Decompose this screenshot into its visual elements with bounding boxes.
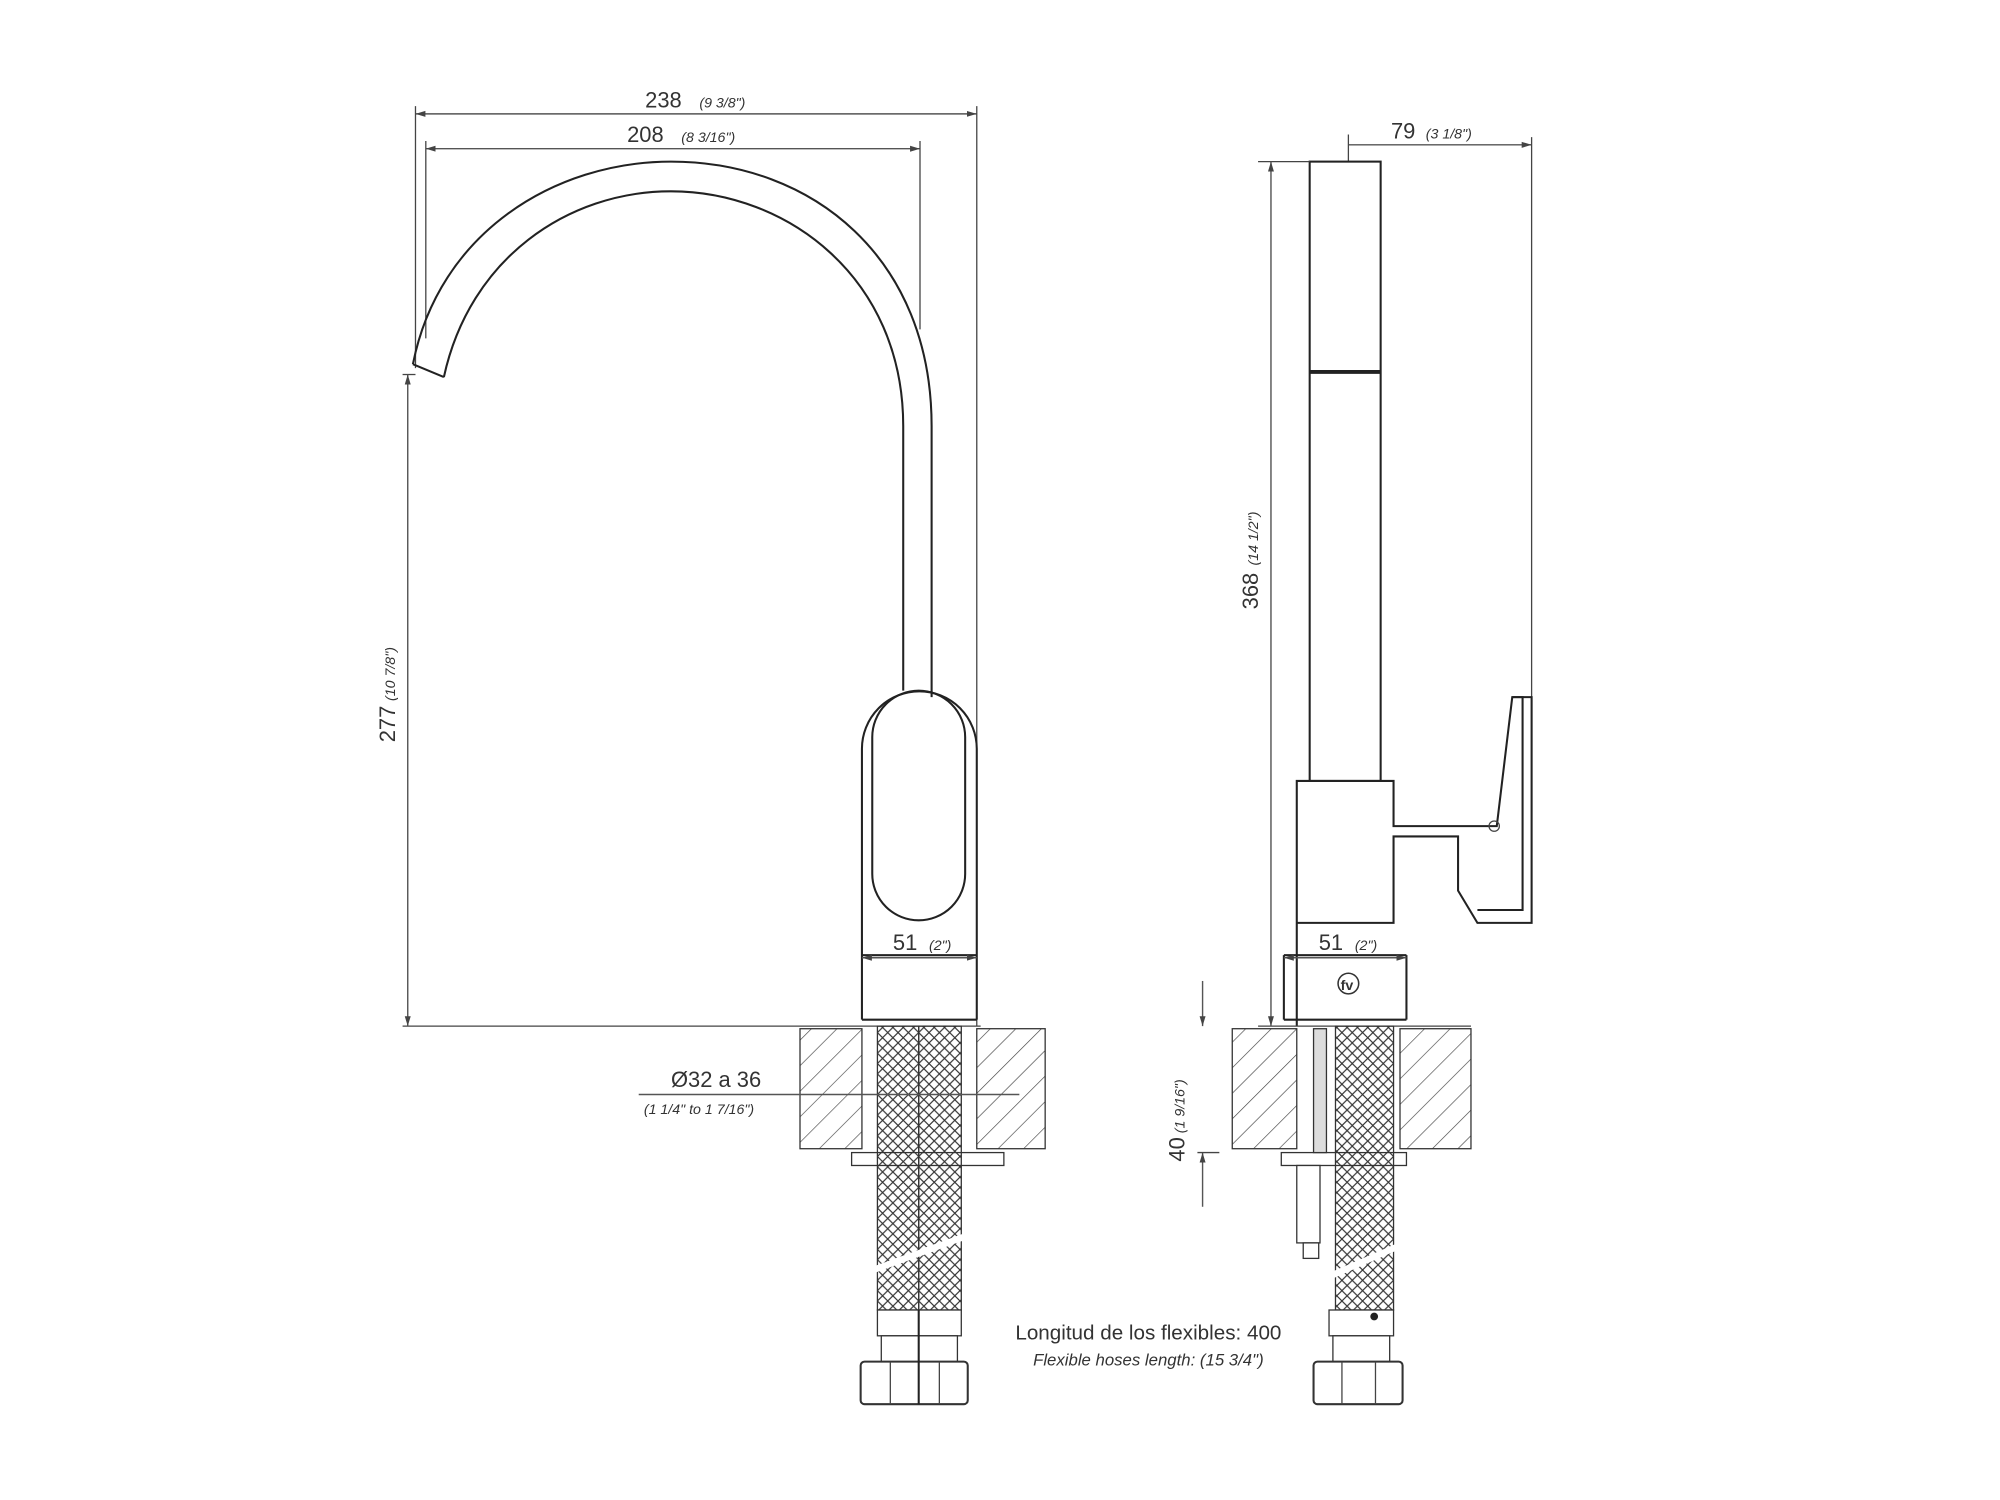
hose-nut — [859, 1360, 969, 1406]
dim-79-value: 79 — [1391, 118, 1415, 143]
spout-outer — [411, 160, 933, 698]
front-view: 238 (9 3/8") 208 (8 3/16") 51 (2") 277 (… — [375, 87, 1046, 1406]
dim-368-inch: (14 1/2") — [1246, 512, 1262, 566]
front-dim-51-value: 51 — [893, 930, 917, 955]
dim-79-inch: (3 1/8") — [1426, 126, 1472, 142]
hoses-length-es: Longitud de los flexibles: 400 — [1015, 1322, 1281, 1345]
fv-logo: fv — [1337, 972, 1360, 995]
flexible-hoses — [859, 1025, 969, 1406]
dim-277-value: 277 — [375, 706, 400, 743]
dim-238-inch: (9 3/8") — [699, 95, 745, 111]
lever-handle — [1477, 696, 1524, 912]
faucet-column — [1308, 160, 1382, 782]
dim-40-inch: (1 9/16") — [1173, 1079, 1189, 1133]
hoses-length-en: Flexible hoses length: (15 3/4") — [1033, 1350, 1264, 1369]
side-dim-51-inch: (2") — [1355, 938, 1377, 954]
dimension-reach: 208 (8 3/16") — [425, 122, 921, 339]
side-hose-nut — [1312, 1360, 1404, 1406]
hole-diameter-inch: (1 1/4" to 1 7/16") — [644, 1102, 754, 1118]
front-dim-51-inch: (2") — [929, 938, 951, 954]
spout-inner — [442, 190, 905, 691]
dim-40-value: 40 — [1165, 1137, 1190, 1161]
side-view: 79 (3 1/8") 51 (2") fv 368 (14 1/2") — [1165, 118, 1533, 1406]
dimension-total-width: 238 (9 3/8") — [414, 87, 978, 1027]
lever-oval — [871, 689, 967, 922]
dim-208-value: 208 — [627, 122, 664, 147]
side-dim-51-value: 51 — [1319, 930, 1343, 955]
faucet-body — [860, 690, 978, 1020]
dim-277-inch: (10 7/8") — [383, 647, 399, 701]
svg-text:fv: fv — [1341, 978, 1354, 994]
dim-368-value: 368 — [1238, 573, 1263, 610]
dim-238-value: 238 — [645, 87, 682, 112]
dim-208-inch: (8 3/16") — [681, 130, 735, 146]
side-countertop-section — [1231, 1028, 1472, 1167]
hole-diameter-value: Ø32 a 36 — [671, 1067, 761, 1092]
